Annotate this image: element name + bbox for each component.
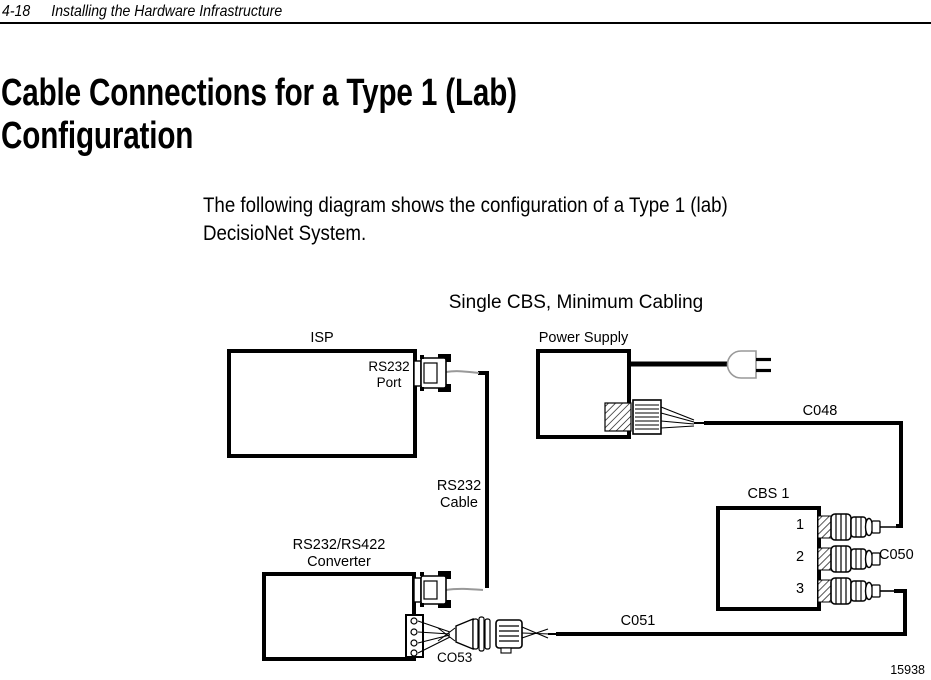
cbs-port-number-3: 3	[795, 581, 805, 597]
cable-c051	[556, 589, 907, 636]
intro-text: The following diagram shows the configur…	[203, 193, 728, 245]
cbs-port1-connector-icon	[817, 513, 898, 541]
page-title: Cable Connections for a Type 1 (Lab) Con…	[1, 72, 517, 158]
rs232-cable-label: RS232 Cable	[436, 478, 482, 511]
header-rule	[0, 22, 931, 25]
cbs-port3-connector-icon	[817, 577, 895, 605]
cable-label-c050: C050	[879, 547, 914, 563]
converter-rs232-connector-icon	[413, 571, 484, 608]
figure-number: 15938	[890, 663, 925, 677]
connector-label-co53: CO53	[437, 650, 473, 665]
cbs-label: CBS 1	[747, 486, 790, 502]
page-number: 4-18	[2, 3, 31, 20]
cbs-port-number-2: 2	[795, 549, 805, 565]
cbs-box	[716, 506, 821, 611]
figure-caption: Single CBS, Minimum Cabling	[448, 292, 704, 313]
chapter-title: Installing the Hardware Infrastructure	[51, 3, 283, 20]
cbs-port2-connector-icon	[817, 545, 881, 573]
power-output-connector-icon	[604, 399, 706, 435]
cbs-port-number-1: 1	[795, 517, 805, 533]
co53-connector-icon	[417, 616, 557, 654]
cable-rs232	[478, 371, 489, 588]
cable-c048	[704, 421, 903, 528]
page-header: 4-18 Installing the Hardware Infrastructu…	[2, 3, 282, 21]
isp-box-label: ISP	[310, 330, 334, 346]
cable-label-c048: C048	[802, 403, 838, 419]
converter-box	[262, 572, 416, 661]
rs232-port-label: RS232 Port	[368, 359, 410, 390]
converter-label: RS232/RS422 Converter	[292, 537, 386, 570]
terminal-block-icon	[405, 614, 424, 658]
cable-label-c051: C051	[620, 613, 656, 629]
rs232-port-connector-icon	[413, 354, 480, 392]
power-plug-icon	[726, 350, 771, 379]
isp-box	[227, 349, 417, 458]
power-supply-label: Power Supply	[538, 330, 629, 346]
